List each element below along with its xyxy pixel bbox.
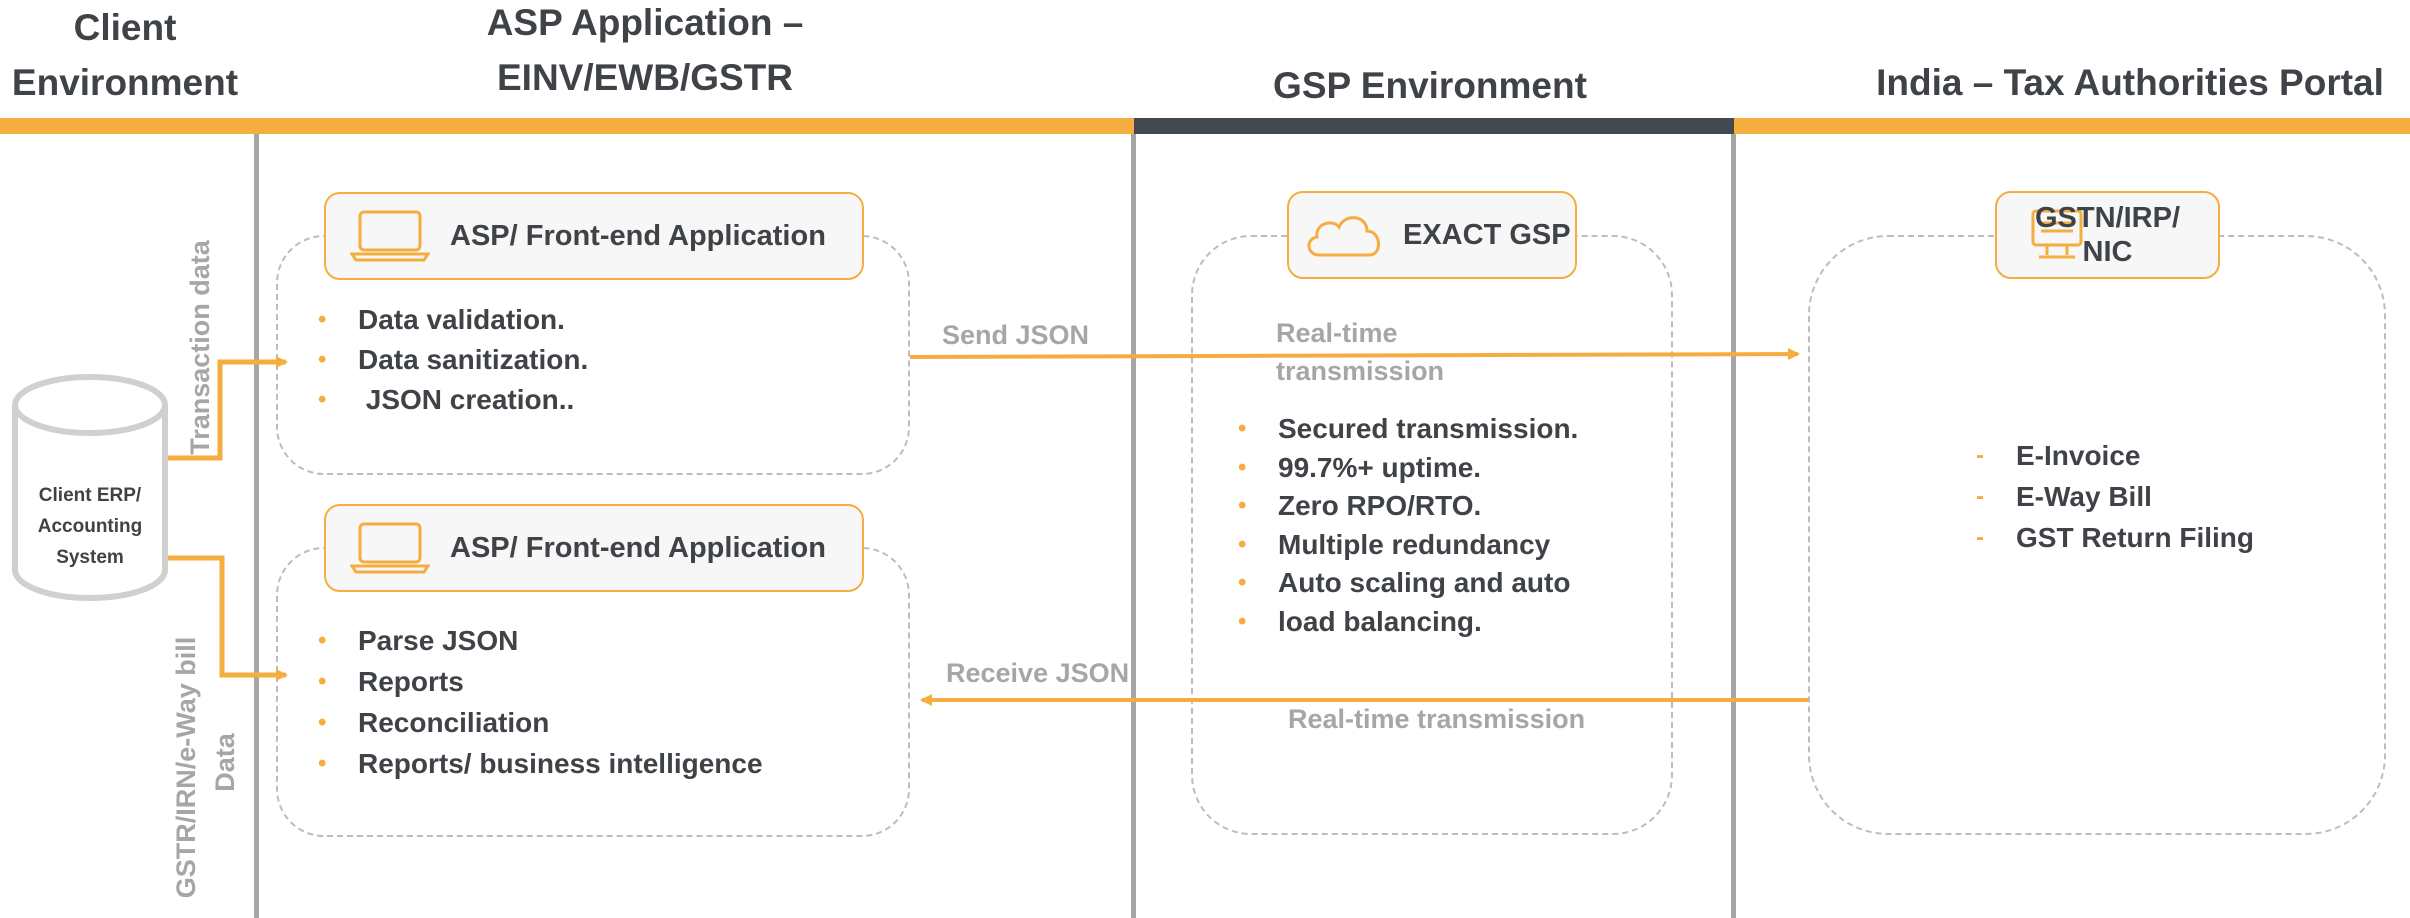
list-item: •Secured transmission. — [1238, 413, 1579, 444]
list-item: •99.7%+ uptime. — [1238, 451, 1482, 483]
server-screen-icon — [2031, 209, 2083, 259]
header-band-gsp — [1134, 118, 1734, 134]
list-item: •load balancing. — [1238, 605, 1482, 637]
gsp-bullets: •Secured transmission. •99.7%+ uptime. •… — [1238, 410, 1578, 641]
column-title-client: Client Environment — [11, 7, 239, 103]
asp-top-title-box: ASP/ Front-end Application — [324, 192, 864, 280]
column-title-gsp: GSP Environment — [1273, 65, 1587, 106]
list-item: •Data sanitization. — [318, 344, 589, 375]
india-title-box: GSTN/IRP/ NIC — [1995, 191, 2220, 279]
list-item: •Parse JSON — [318, 625, 519, 656]
realtime-bottom-label: Real-time transmission — [1288, 704, 1586, 734]
receive-json-label: Receive JSON — [946, 658, 1130, 688]
gstr-label-line2: Data — [210, 733, 240, 792]
header-band-india — [1734, 118, 2410, 134]
list-item: -GST Return Filing — [1976, 522, 2254, 553]
arrow-gstr-data — [150, 552, 288, 681]
asp-bottom-bullets: •Parse JSON •Reports •Reconciliation •Re… — [318, 620, 763, 784]
laptop-icon — [350, 522, 430, 574]
list-item: •Reports — [318, 666, 464, 697]
divider-gsp-india — [1731, 134, 1736, 918]
send-json-label: Send JSON — [942, 320, 1090, 350]
list-item: -E-Invoice — [1976, 440, 2141, 471]
laptop-icon — [350, 210, 430, 262]
realtime-top-line1: Real-time — [1276, 318, 1398, 348]
column-title-india: India – Tax Authorities Portal — [1876, 62, 2384, 103]
divider-asp-gsp — [1131, 134, 1136, 918]
asp-bottom-title-box: ASP/ Front-end Application — [324, 504, 864, 592]
list-item: •Zero RPO/RTO. — [1238, 490, 1482, 521]
header-band-left — [0, 118, 1134, 134]
divider-client-asp — [254, 134, 259, 918]
realtime-top-line2: transmission — [1276, 356, 1445, 386]
india-items: -E-Invoice -E-Way Bill -GST Return Filin… — [1976, 435, 2254, 558]
cloud-icon — [1307, 216, 1380, 257]
arrow-send-json — [909, 348, 1800, 361]
list-item: •Reports/ business intelligence — [318, 748, 763, 779]
gstr-label-line1: GSTR/IRN/e-Way bill — [171, 636, 201, 899]
india-title: GSTN/IRP/ NIC — [2034, 202, 2180, 268]
arrow-transaction-data — [145, 356, 288, 464]
list-item: -E-Way Bill — [1976, 481, 2152, 512]
gsp-title-box: EXACT GSP — [1287, 191, 1577, 279]
list-item: •Reconciliation — [318, 707, 550, 738]
gsp-title: EXACT GSP — [1403, 218, 1571, 251]
asp-bottom-title: ASP/ Front-end Application — [450, 531, 826, 564]
list-item: • JSON creation.. — [318, 384, 575, 415]
asp-top-bullets: •Data validation. •Data sanitization. • … — [318, 300, 588, 420]
transaction-data-label: Transaction data — [185, 240, 215, 455]
list-item: •Data validation. — [318, 304, 565, 335]
asp-top-title: ASP/ Front-end Application — [450, 219, 826, 252]
column-title-asp: ASP Application – EINV/EWB/GSTR — [486, 2, 804, 98]
client-erp-label: Client ERP/ Accounting System — [37, 485, 143, 568]
list-item: •Auto scaling and auto — [1238, 567, 1571, 598]
database-cylinder-icon — [12, 374, 168, 601]
list-item: •Multiple redundancy — [1238, 528, 1551, 560]
